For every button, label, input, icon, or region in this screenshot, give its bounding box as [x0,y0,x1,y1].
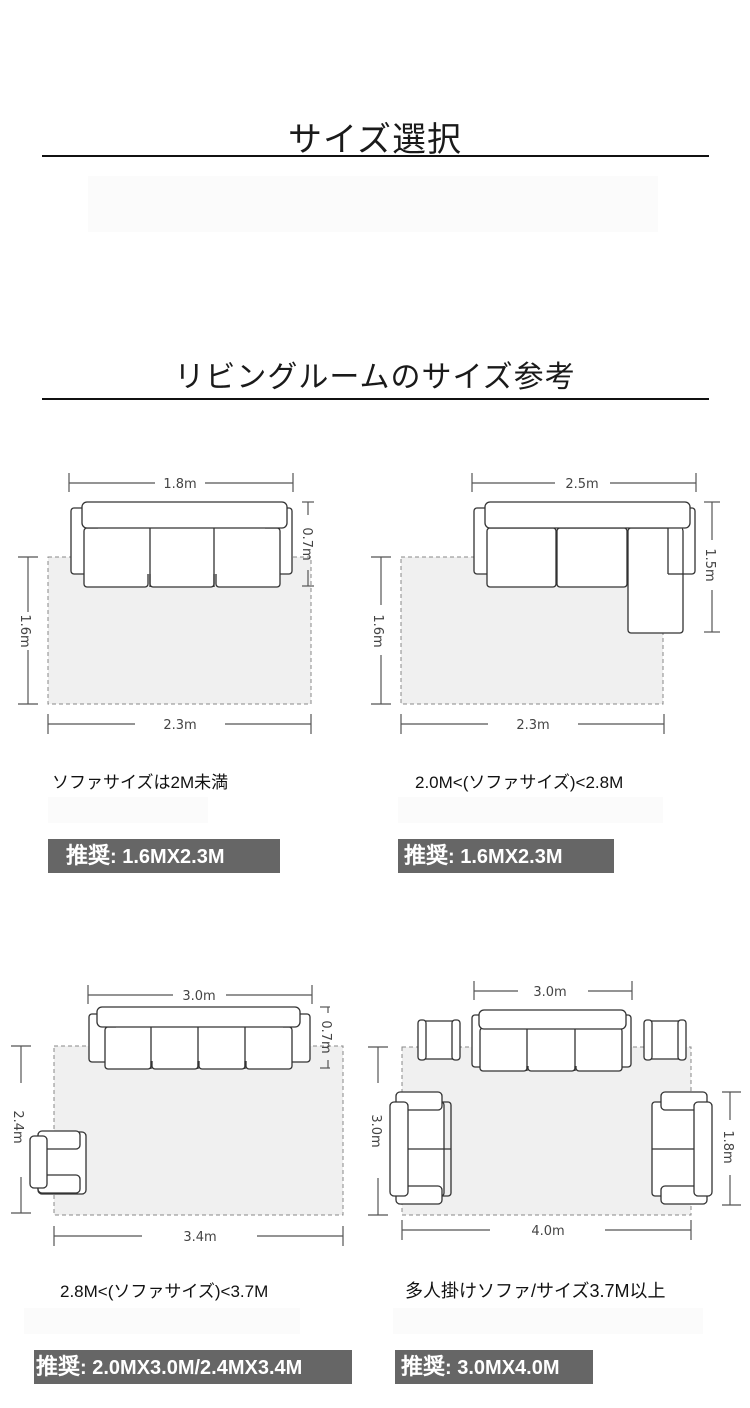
sofa-l-shaped [473,501,696,634]
svg-text:1.8m: 1.8m [720,1130,735,1163]
recommend-size: : 1.6MX2.3M [110,846,225,868]
armchair [29,1130,87,1195]
dimension-sofa-width: 1.8m [68,473,294,492]
svg-text:1.6m: 1.6m [17,614,32,647]
svg-text:2.4m: 2.4m [10,1110,25,1143]
recommendation-badge: 推奨: 1.6MX2.3M [48,839,280,873]
armchair-top-right [643,1019,687,1061]
svg-text:3.0m: 3.0m [368,1114,383,1147]
recommendation-badge: 推奨: 3.0MX4.0M [395,1350,593,1384]
dimension-rug-width: 4.0m [401,1220,692,1240]
svg-text:3.0m: 3.0m [533,985,566,1000]
rug [401,1046,692,1216]
layout-diagram-small-sofa: 1.8m 0.7m 1.6m 2.3m [17,473,314,734]
section-title: リビングルームのサイズ参考 [174,360,576,395]
svg-text:1.8m: 1.8m [163,477,196,492]
sofa-3-seat [70,501,293,588]
recommend-label: 推奨 [404,843,449,868]
svg-text:1.6m: 1.6m [370,614,385,647]
caption-large-sofa: 2.8M<(ソファサイズ)<3.7M [60,1282,269,1301]
svg-text:2.3m: 2.3m [163,718,196,733]
rug [53,1045,344,1216]
svg-text:3.4m: 3.4m [183,1230,216,1245]
dimension-rug-width: 3.4m [53,1226,344,1246]
sofa-4-seat [88,1006,311,1070]
recommend-label: 推奨 [401,1354,446,1379]
dimension-sofa-depth: 0.7m [299,501,314,587]
dimension-rug-height: 2.4m [10,1045,31,1214]
svg-text:0.7m: 0.7m [318,1020,333,1053]
svg-text:2.5m: 2.5m [565,477,598,492]
recommend-label: 推奨 [36,1354,81,1379]
dimension-sofa-width: 3.0m [473,981,633,1000]
dimension-sofa-width: 3.0m [87,985,313,1004]
recommendation-badge: 推奨: 1.6MX2.3M [398,839,614,873]
dimension-rug-height: 3.0m [368,1046,388,1216]
section-divider [42,398,709,400]
faded-note [24,1308,300,1334]
dimension-rug-height: 1.6m [370,556,391,705]
layout-diagram-multi-seat: 3.0m [368,981,741,1240]
side-sofa-right [651,1091,713,1205]
faded-note [393,1308,703,1334]
page-title: サイズ選択 [288,120,462,160]
faded-description [88,176,658,232]
sofa-3-seat [471,1009,632,1072]
recommendation-badge: 推奨: 2.0MX3.0M/2.4MX3.4M [34,1350,352,1384]
faded-note [398,797,663,823]
recommend-size: : 2.0MX3.0M/2.4MX3.4M [80,1357,303,1379]
dimension-rug-height: 1.6m [17,556,38,705]
dimension-sofa-depth: 1.5m [702,501,720,633]
layout-diagram-large-sofa-armchair: 3.0m 0.7m 2.4m 3.4m [10,985,344,1246]
layout-diagram-l-shaped-sofa: 2.5m 1.5m 1.6m 2.3m [370,473,720,734]
faded-note [48,797,208,823]
svg-text:4.0m: 4.0m [531,1224,564,1239]
title-divider [42,155,709,157]
svg-text:0.7m: 0.7m [299,527,314,560]
caption-l-shaped-sofa: 2.0M<(ソファサイズ)<2.8M [415,773,624,792]
dimension-rug-width: 2.3m [47,714,312,734]
recommend-size: : 1.6MX2.3M [448,846,563,868]
recommend-label: 推奨 [66,843,111,868]
caption-small-sofa: ソファサイズは2M未満 [52,773,229,792]
svg-text:3.0m: 3.0m [182,989,215,1004]
side-sofa-left [389,1091,452,1205]
dimension-sofa-width: 2.5m [471,473,697,492]
svg-text:1.5m: 1.5m [702,548,717,581]
recommend-size: : 3.0MX4.0M [445,1357,560,1379]
caption-multi-seat-sofa: 多人掛けソファ/サイズ3.7M以上 [405,1281,666,1301]
armchair-top-left [417,1019,461,1061]
dimension-sofa-depth: 0.7m [318,1006,333,1069]
dimension-side-sofa: 1.8m [720,1091,741,1206]
svg-text:2.3m: 2.3m [516,718,549,733]
dimension-rug-width: 2.3m [400,714,665,734]
